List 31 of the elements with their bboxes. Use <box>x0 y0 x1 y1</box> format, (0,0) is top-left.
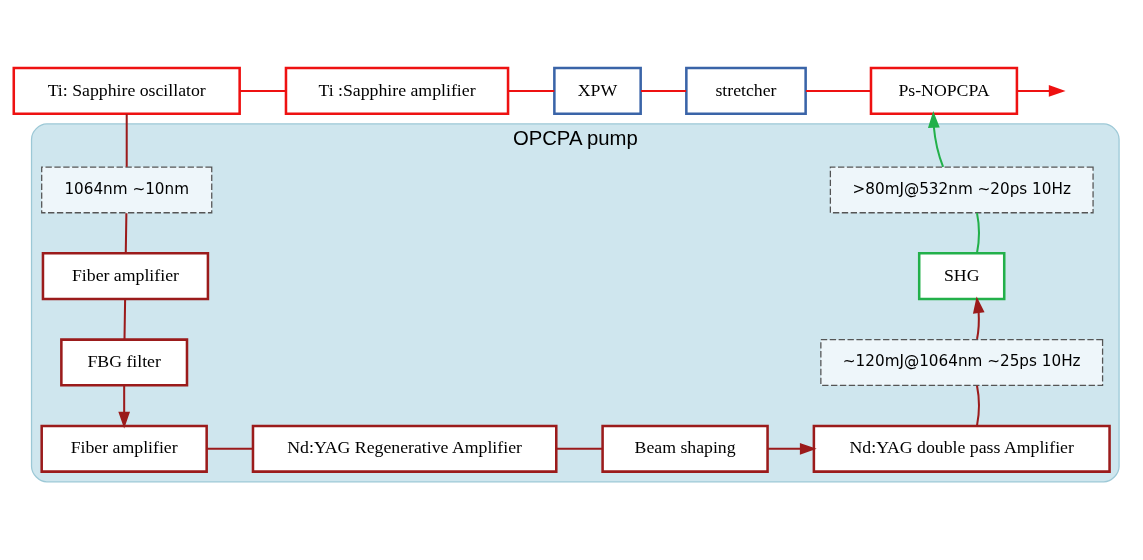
connector <box>641 89 687 92</box>
connector <box>239 89 286 92</box>
arrow <box>118 385 131 429</box>
node-box: Fiber amplifier <box>40 424 208 473</box>
arrow <box>1017 85 1066 97</box>
connector <box>123 299 127 340</box>
node-box: XPW <box>553 66 642 116</box>
connector <box>124 213 128 253</box>
node-box: 1064nm ~10nm <box>41 166 213 214</box>
connector <box>206 447 253 450</box>
node-box: Nd:YAG Regenerative Amplifier <box>251 424 558 473</box>
connector <box>805 89 871 92</box>
connector <box>976 213 980 253</box>
connector <box>508 89 555 92</box>
node-box: SHG <box>917 252 1006 301</box>
node-box: FBG filter <box>60 338 189 387</box>
node-box: Fiber amplifier <box>41 252 210 301</box>
node-box: Ti: Sapphire oscillator <box>12 66 241 116</box>
arrow <box>767 442 817 455</box>
connector <box>556 447 603 450</box>
node-box: stretcher <box>685 66 807 116</box>
node-box: Beam shaping <box>601 424 769 473</box>
connector <box>976 385 980 426</box>
node-box: Ti :Sapphire amplifier <box>284 66 510 116</box>
node-box: Nd:YAG double pass Amplifier <box>812 424 1111 473</box>
node-box: Ps-NOPCPA <box>869 66 1019 116</box>
arrow <box>927 111 945 168</box>
node-box: ~120mJ@1064nm ~25ps 10Hz <box>820 339 1104 386</box>
arrow <box>972 296 985 340</box>
connector <box>125 114 128 167</box>
node-box: >80mJ@532nm ~20ps 10Hz <box>829 166 1094 214</box>
